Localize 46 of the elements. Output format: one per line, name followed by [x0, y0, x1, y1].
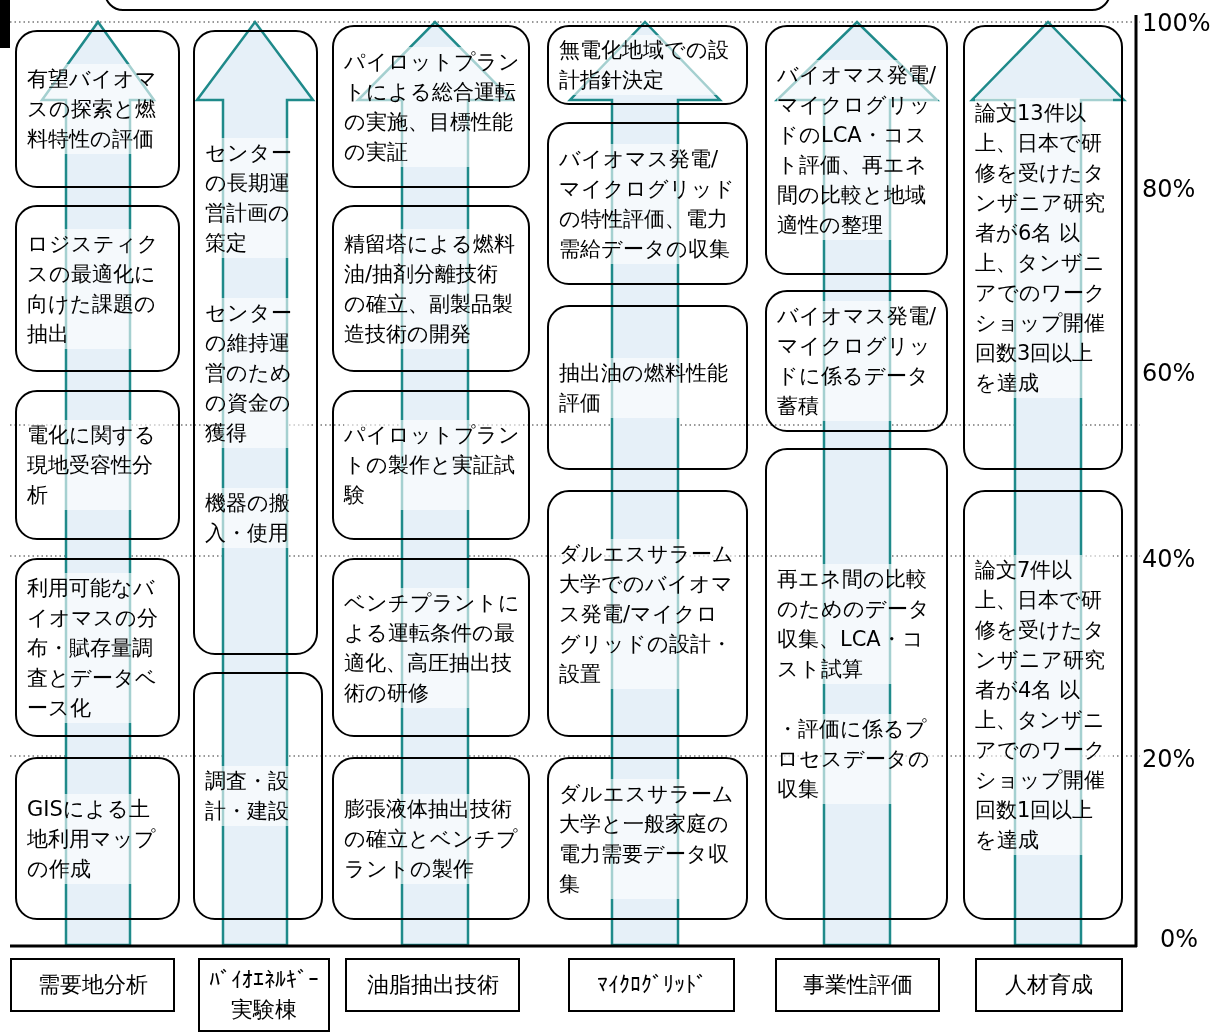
axis-tick-label: 100%	[1142, 8, 1211, 38]
axis-tick-label: 20%	[1142, 744, 1196, 774]
task-box	[193, 672, 323, 920]
task-text: ダルエスサラーム大学でのバイオマス発電/マイクログリッドの設計・設置	[559, 538, 738, 689]
task-box	[547, 757, 748, 920]
category-label: ﾊﾞｲｵｴﾈﾙｷﾞｰ実験棟	[198, 958, 330, 1032]
task-box	[15, 390, 180, 540]
task-text: バイオマス発電/マイクログリッドのLCA・コスト評価、再エネ間の比較と地域適性の整理	[777, 60, 938, 240]
task-box	[15, 30, 180, 188]
task-text: 膨張液体抽出技術の確立とベンチプラントの製作	[344, 793, 520, 884]
task-box	[332, 558, 530, 737]
task-box	[332, 25, 530, 188]
task-box	[547, 305, 748, 470]
category-label: 事業性評価	[775, 958, 940, 1012]
task-box	[547, 490, 748, 737]
task-box	[15, 205, 180, 372]
axis-tick-label: 60%	[1142, 358, 1196, 388]
task-box	[963, 490, 1123, 920]
task-text: ・評価に係るプロセスデータの収集	[777, 714, 938, 804]
task-box	[547, 25, 748, 105]
task-box	[765, 25, 948, 275]
task-box	[765, 290, 948, 432]
task-text: 論文13件以上、日本で研修を受けたタンザニア研究者が6名 以上、タンザニアでのワークショップ開催回数3回以上を達成	[975, 97, 1113, 398]
task-text: センターの維持運営のための資金の獲得	[205, 297, 308, 448]
task-box	[963, 25, 1123, 470]
task-box	[765, 448, 948, 920]
task-box	[332, 390, 530, 540]
task-text: 電化に関する現地受容性分析	[27, 420, 170, 510]
task-text: パイロットプラントの製作と実証試験	[344, 420, 520, 510]
task-box	[332, 757, 530, 920]
task-box	[193, 30, 318, 655]
task-text: パイロットプラントによる総合運転の実施、目標性能の実証	[344, 46, 520, 167]
task-box	[15, 757, 180, 920]
task-text: バイオマス発電/マイクログリッドに係るデータ蓄積	[777, 301, 938, 421]
axis-tick-label: 80%	[1142, 174, 1196, 204]
task-box	[332, 205, 530, 372]
task-text: ベンチプラントによる運転条件の最適化、高圧抽出技術の研修	[344, 587, 520, 708]
axis-tick-label: 0%	[1160, 924, 1199, 954]
axis-tick-label: 40%	[1142, 544, 1196, 574]
task-box	[547, 122, 748, 285]
category-label: 需要地分析	[10, 958, 175, 1012]
category-label: 人材育成	[975, 958, 1123, 1012]
task-box	[15, 558, 180, 737]
task-text: 論文7件以上、日本で研修を受けたタンザニア研究者が4名 以上、タンザニアでのワークショップ開催回数1回以上を達成	[975, 555, 1113, 855]
category-label: 油脂抽出技術	[345, 958, 520, 1012]
category-label: ﾏｲｸﾛｸﾞﾘｯﾄﾞ	[568, 958, 735, 1012]
